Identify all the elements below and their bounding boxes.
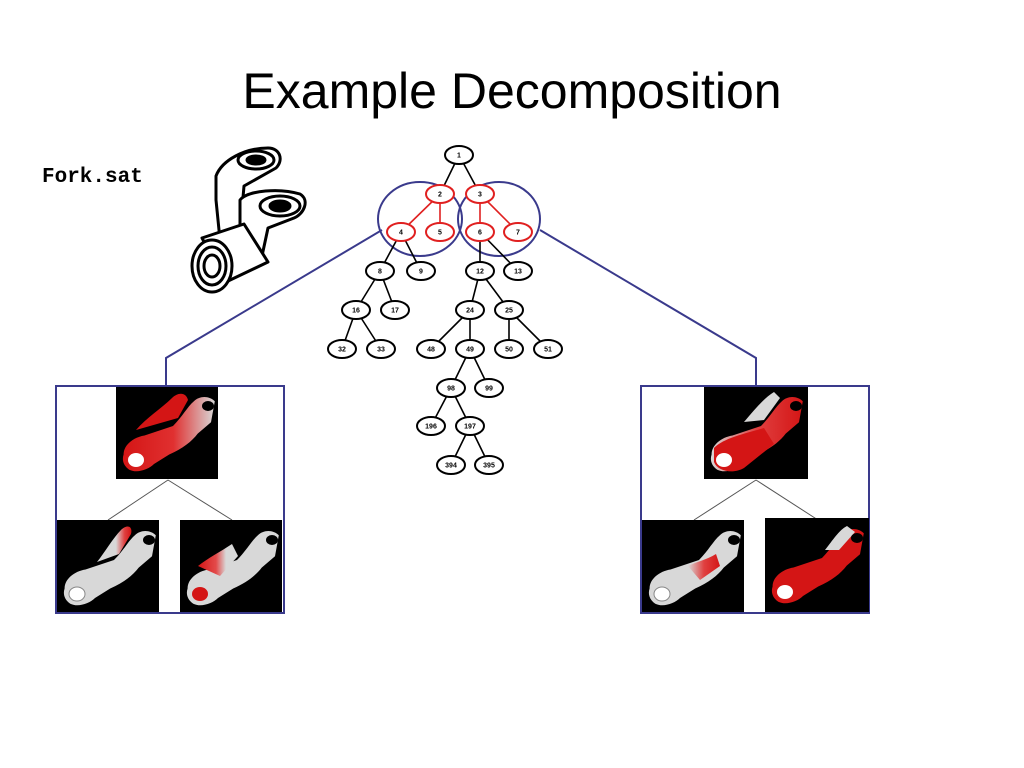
tree-node-24: 24 [455, 300, 485, 320]
tree-node-label: 395 [483, 463, 495, 470]
tree-node-label: 13 [514, 269, 522, 276]
left-parent-part-image [116, 387, 218, 479]
left-panel [55, 385, 285, 614]
tree-node-label: 1 [457, 153, 461, 160]
tree-node-label: 394 [445, 463, 457, 470]
group-outlines [377, 181, 541, 257]
tree-node-label: 32 [338, 347, 346, 354]
right-parent-part-image [704, 387, 808, 479]
tree-node-label: 17 [391, 308, 399, 315]
tree-node-label: 9 [419, 269, 423, 276]
right-child-1-part-image [642, 520, 744, 612]
tree-node-label: 5 [438, 230, 442, 237]
tree-node-label: 48 [427, 347, 435, 354]
tree-node-50: 50 [494, 339, 524, 359]
tree-node-33: 33 [366, 339, 396, 359]
tree-node-label: 2 [438, 192, 442, 199]
tree-node-label: 50 [505, 347, 513, 354]
file-name-label: Fork.sat [42, 166, 143, 189]
tree-node-49: 49 [455, 339, 485, 359]
tree-node-12: 12 [465, 261, 495, 281]
tree-node-99: 99 [474, 378, 504, 398]
tree-node-48: 48 [416, 339, 446, 359]
tree-node-17: 17 [380, 300, 410, 320]
tree-node-label: 7 [516, 230, 520, 237]
right-group-outline [457, 181, 541, 257]
tree-node-label: 8 [378, 269, 382, 276]
tree-node-196: 196 [416, 416, 446, 436]
tree-node-16: 16 [341, 300, 371, 320]
group-connectors [165, 229, 757, 386]
tree-node-label: 33 [377, 347, 385, 354]
tree-node-394: 394 [436, 455, 466, 475]
tree-node-32: 32 [327, 339, 357, 359]
tree-node-label: 4 [399, 230, 403, 237]
slide-title: Example Decomposition [242, 63, 782, 119]
tree-node-label: 25 [505, 308, 513, 315]
tree-node-13: 13 [503, 261, 533, 281]
tree-node-197: 197 [455, 416, 485, 436]
tree-node-label: 3 [478, 192, 482, 199]
tree-node-label: 98 [447, 386, 455, 393]
fork-drawing [190, 146, 307, 294]
tree-node-label: 49 [466, 347, 474, 354]
tree-node-8: 8 [365, 261, 395, 281]
tree-node-7: 7 [503, 222, 533, 242]
tree-node-4: 4 [386, 222, 416, 242]
tree-node-51: 51 [533, 339, 563, 359]
tree-node-98: 98 [436, 378, 466, 398]
tree-node-label: 197 [464, 424, 476, 431]
tree-node-6: 6 [465, 222, 495, 242]
tree-node-label: 24 [466, 308, 474, 315]
left-child-2-part-image [180, 520, 282, 612]
tree-node-label: 12 [476, 269, 484, 276]
right-child-2-part-image [765, 518, 869, 612]
tree-node-2: 2 [425, 184, 455, 204]
tree-node-label: 99 [485, 386, 493, 393]
tree-node-label: 16 [352, 308, 360, 315]
tree-node-1: 1 [444, 145, 474, 165]
left-child-1-part-image [57, 520, 159, 612]
tree-node-label: 196 [425, 424, 437, 431]
tree-node-label: 51 [544, 347, 552, 354]
right-panel [640, 385, 870, 614]
tree-node-5: 5 [425, 222, 455, 242]
left-group-outline [377, 181, 463, 257]
tree-node-label: 6 [478, 230, 482, 237]
tree-node-25: 25 [494, 300, 524, 320]
tree-node-3: 3 [465, 184, 495, 204]
tree-node-9: 9 [406, 261, 436, 281]
tree-node-395: 395 [474, 455, 504, 475]
